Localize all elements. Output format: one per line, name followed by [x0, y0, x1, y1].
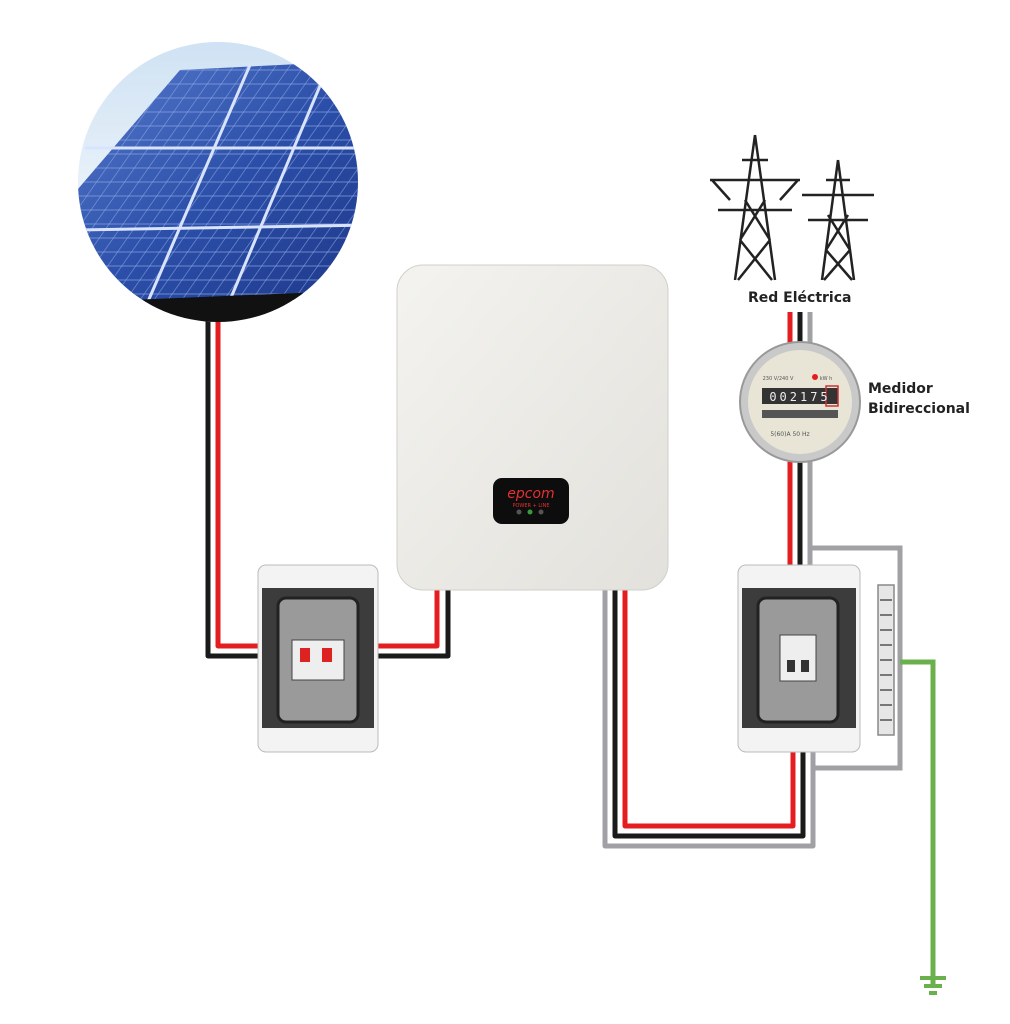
ac-cable	[602, 590, 816, 849]
meter-rating: 5(60)A 50 Hz	[770, 431, 809, 438]
dc-breaker-box	[257, 564, 379, 753]
meter-voltage: 230 V/240 V	[763, 376, 794, 382]
ac-breaker-box	[737, 564, 861, 753]
transmission-tower-icon	[710, 134, 874, 281]
meter-label-line1: Medidor	[868, 381, 933, 397]
bidirectional-meter	[739, 341, 861, 463]
pv-cable-left	[205, 320, 451, 659]
solar-panel-image	[78, 42, 358, 322]
inverter-brand-logo: epcom	[507, 486, 554, 502]
inverter-model: POWER + LINE	[512, 503, 549, 509]
ground-loop	[812, 545, 936, 985]
inverter	[396, 264, 669, 591]
ground-symbol-icon	[920, 976, 946, 995]
meter-reading: 002175	[769, 390, 830, 404]
grid-label: Red Eléctrica	[748, 290, 852, 306]
meter-label-line2: Bidireccional	[868, 401, 970, 417]
meter-unit: kW h	[820, 376, 833, 382]
ground-bar	[877, 584, 895, 736]
